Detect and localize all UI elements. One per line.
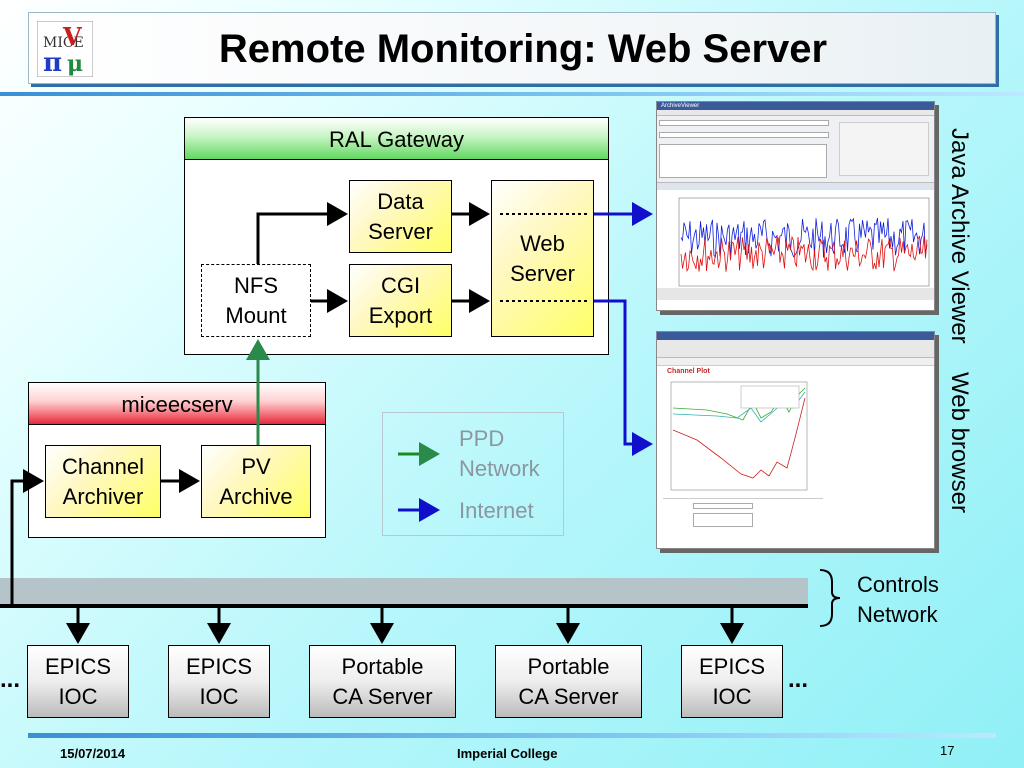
- svg-text:V: V: [62, 22, 82, 51]
- ioc5-line2: IOC: [712, 683, 752, 709]
- archive-viewer-screenshot: ArchiveViewer: [656, 101, 935, 311]
- nfs-mount-line2: Mount: [225, 302, 287, 328]
- pv-archive-line1: PV: [241, 453, 271, 479]
- controls-network-label: Controls Network: [857, 570, 939, 630]
- browser-titlebar: [657, 332, 934, 340]
- title-underline: [0, 92, 1024, 96]
- legend-box: [382, 412, 564, 536]
- pv-archive-box: PV Archive: [201, 445, 311, 518]
- browser-form: [663, 498, 823, 546]
- epics-ioc-box-3: EPICS IOC: [681, 645, 783, 718]
- epics-ioc-box-2: EPICS IOC: [168, 645, 270, 718]
- ioc1-line1: EPICS: [44, 653, 112, 679]
- ioc1-line2: IOC: [58, 683, 98, 709]
- ioc4-line1: Portable: [527, 653, 610, 679]
- archive-viewer-menu: [657, 110, 934, 116]
- controls-network-line1: Controls: [857, 572, 939, 597]
- archive-viewer-titlebar: ArchiveViewer: [657, 102, 934, 110]
- cgi-export-line1: CGI: [380, 272, 421, 298]
- legend-ppd-label: PPD Network: [459, 424, 540, 484]
- web-server-line1: Web: [520, 230, 565, 256]
- ellipsis-left: ...: [0, 666, 21, 693]
- archive-viewer-plot: [657, 197, 934, 300]
- ioc4-line2: CA Server: [518, 683, 619, 709]
- footer-institution: Imperial College: [457, 746, 558, 761]
- cgi-export-box: CGI Export: [349, 264, 452, 337]
- ioc5-line1: EPICS: [698, 653, 766, 679]
- channel-plot-heading: Channel Plot: [667, 368, 710, 375]
- ioc3-line1: Portable: [341, 653, 424, 679]
- controls-network-line2: Network: [857, 602, 938, 627]
- legend-ppd-line1: PPD: [459, 426, 505, 451]
- ral-gateway-header: RAL Gateway: [184, 117, 609, 160]
- ioc2-line1: EPICS: [185, 653, 253, 679]
- ioc3-line2: CA Server: [332, 683, 433, 709]
- svg-text:π: π: [43, 48, 62, 77]
- footer-date: 15/07/2014: [60, 746, 126, 761]
- page-number: 17: [940, 743, 955, 758]
- portable-ca-server-box-2: Portable CA Server: [495, 645, 642, 718]
- cgi-export-line2: Export: [368, 302, 433, 328]
- miceecserv-header: miceecserv: [28, 382, 326, 425]
- legend-ppd-line2: Network: [459, 456, 540, 481]
- channel-archiver-line1: Channel: [62, 453, 144, 479]
- pv-archive-line2: Archive: [219, 483, 293, 509]
- title-bar: MICE V π μ Remote Monitoring: Web Server: [28, 12, 996, 84]
- nfs-mount-box: NFS Mount: [201, 264, 311, 337]
- svg-text:MICE: MICE: [43, 35, 84, 51]
- portable-ca-server-box-1: Portable CA Server: [309, 645, 456, 718]
- controls-network-line: [0, 604, 808, 608]
- channel-archiver-line2: Archiver: [62, 483, 144, 509]
- nfs-mount-line1: NFS: [234, 272, 278, 298]
- controls-network-band: [0, 578, 808, 604]
- web-server-line2: Server: [510, 260, 575, 286]
- slide-title: Remote Monitoring: Web Server: [218, 27, 828, 71]
- ellipsis-right: ...: [788, 666, 809, 693]
- footer-line: [28, 733, 996, 738]
- data-server-line2: Server: [368, 218, 433, 244]
- archive-viewer-tabs: [657, 182, 934, 190]
- web-browser-screenshot: Channel Plot: [656, 331, 935, 549]
- ioc2-line2: IOC: [199, 683, 239, 709]
- browser-bookmarks: [657, 358, 934, 366]
- data-server-line1: Data: [377, 188, 424, 214]
- svg-text:μ: μ: [67, 51, 83, 77]
- legend-internet-label: Internet: [459, 498, 534, 523]
- mice-logo: MICE V π μ: [37, 21, 93, 77]
- browser-toolbar: [657, 340, 934, 358]
- archive-viewer-controls: [657, 116, 934, 182]
- web-browser-plot: [670, 381, 808, 491]
- epics-ioc-box-1: EPICS IOC: [27, 645, 129, 718]
- web-browser-label: Web browser: [946, 372, 973, 513]
